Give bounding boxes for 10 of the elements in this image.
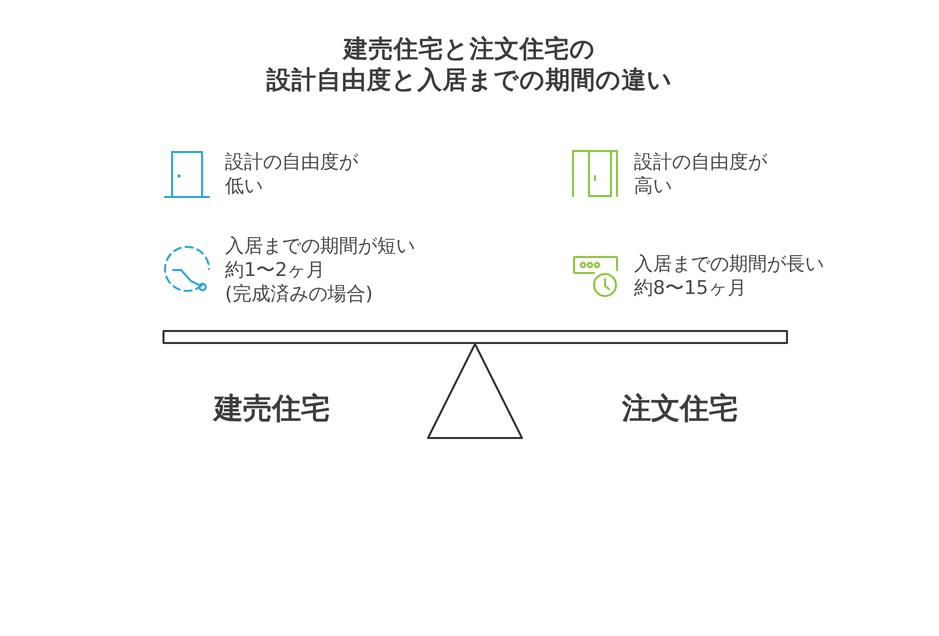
duration-text: 約8〜15ヶ月 — [634, 276, 746, 300]
feature-text: 設計の自由度が高い — [634, 150, 768, 198]
duration-text: 約1〜2ヶ月 — [225, 258, 326, 282]
feature-text: 設計の自由度が低い — [225, 150, 360, 198]
title: 建売住宅と注文住宅の設計自由度と入居までの期間の違い — [266, 33, 672, 95]
feature-text: 入居までの期間が短い — [225, 234, 415, 258]
category-label: 注文住宅 — [622, 390, 738, 427]
category-label: 建売住宅 — [214, 390, 330, 427]
feature-text: 入居までの期間が長い — [634, 252, 824, 276]
note-text: (完成済みの場合) — [225, 282, 373, 306]
